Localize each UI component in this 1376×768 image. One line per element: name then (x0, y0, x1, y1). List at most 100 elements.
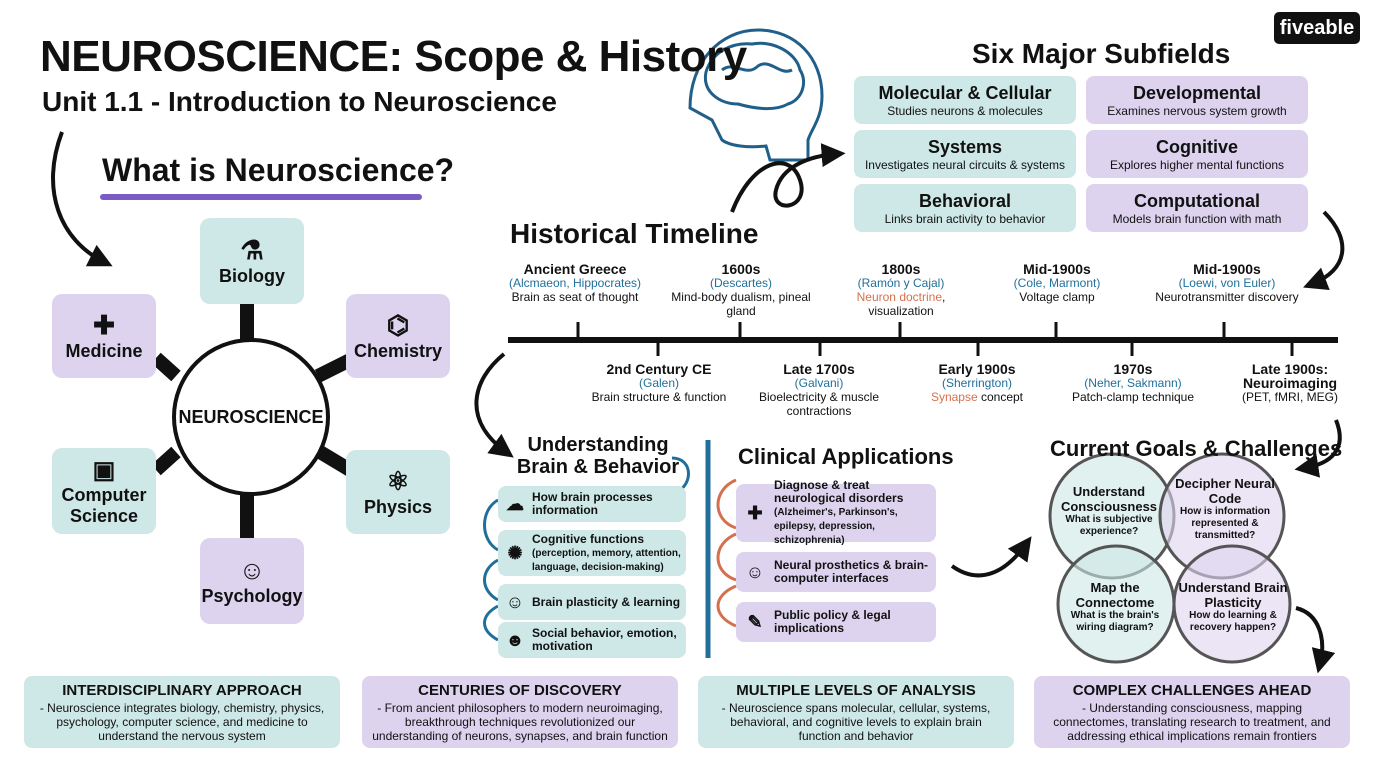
clinical-title: Clinical Applications (738, 444, 954, 469)
event-mid-1900s-voltage: Mid-1900s (Cole, Marmont) Voltage clamp (982, 262, 1132, 304)
understanding-item-text: Cognitive functions (532, 531, 644, 546)
goal-name: Decipher Neural Code (1175, 476, 1275, 506)
event-desc: (PET, fMRI, MEG) (1242, 390, 1338, 404)
footer-title: COMPLEX CHALLENGES AHEAD (1072, 682, 1312, 699)
subfield-name: Computational (1134, 190, 1260, 211)
discipline-label: Psychology (201, 586, 303, 606)
subfield-desc: Examines nervous system growth (1107, 103, 1287, 118)
event-people: (Galvani) (794, 376, 844, 390)
subfield-systems: Systems Investigates neural circuits & s… (854, 130, 1076, 178)
fiveable-logo: fiveable (1274, 12, 1360, 44)
arrow-to-subfields (730, 143, 846, 213)
understanding-item: ☺ Brain plasticity & learning (498, 584, 686, 620)
event-1800s: 1800s (Ramón y Cajal) Neuron doctrine, v… (826, 262, 976, 318)
footer-text: - From ancient philosophers to modern ne… (372, 701, 668, 743)
head-icon: ☺ (238, 555, 266, 585)
goals-title: Current Goals & Challenges (1050, 436, 1343, 461)
clinical-item-text: Diagnose & treat neurological disorders (774, 478, 904, 505)
subfields-title: Six Major Subfields (972, 38, 1231, 69)
understanding-item-detail: (perception, memory, attention, language… (532, 547, 681, 573)
event-era: Early 1900s (938, 361, 1016, 377)
event-era: Late 1900s: Neuroimaging (1242, 361, 1338, 391)
event-era: 1600s (721, 261, 761, 277)
discipline-label: Chemistry (353, 341, 443, 361)
understanding-item: ☁ How brain processes information (498, 486, 686, 522)
footer-centuries: CENTURIES OF DISCOVERY - From ancient ph… (362, 676, 678, 748)
discipline-chemistry: ⌬ Chemistry (346, 294, 450, 378)
subfield-desc: Investigates neural circuits & systems (864, 157, 1066, 172)
footer-challenges: COMPLEX CHALLENGES AHEAD - Understanding… (1034, 676, 1350, 748)
event-early-1900s: Early 1900s (Sherrington) Synapse concep… (902, 362, 1052, 404)
discipline-physics: ⚛ Physics (346, 450, 450, 534)
event-late-1700s: Late 1700s (Galvani) Bioelectricity & mu… (744, 362, 894, 418)
event-2nd-century: 2nd Century CE (Galen) Brain structure &… (584, 362, 734, 404)
clinical-item: ☺ Neural prosthetics & brain-computer in… (736, 552, 936, 592)
document-icon: ✎ (747, 611, 763, 632)
goals-venn (1048, 452, 1292, 664)
footer-levels: MULTIPLE LEVELS OF ANALYSIS - Neuroscien… (698, 676, 1014, 748)
event-people: (Alcmaeon, Hippocrates) (508, 276, 642, 290)
event-era: Ancient Greece (523, 261, 627, 277)
understanding-item-text: How brain processes information (532, 490, 653, 517)
subfield-name: Cognitive (1155, 136, 1238, 157)
page-title: NEUROSCIENCE: Scope & History (40, 32, 747, 81)
goal-consciousness: Understand Consciousness What is subject… (1054, 484, 1164, 538)
page-subtitle: Unit 1.1 - Introduction to Neuroscience (42, 86, 557, 117)
clinical-item-detail: (Alzheimer's, Parkinson's, epilepsy, dep… (774, 507, 898, 546)
subfield-desc: Links brain activity to behavior (884, 211, 1046, 226)
subfield-molecular-cellular: Molecular & Cellular Studies neurons & m… (854, 76, 1076, 124)
understanding-item: ☻ Social behavior, emotion, motivation (498, 622, 686, 658)
event-people: (Loewi, von Euler) (1178, 276, 1276, 290)
medical-cross-icon: ✚ (747, 502, 763, 523)
molecule-icon: ⌬ (386, 310, 410, 340)
event-ancient-greece: Ancient Greece (Alcmaeon, Hippocrates) B… (500, 262, 650, 304)
footer-text: - Understanding consciousness, mapping c… (1053, 701, 1331, 743)
heading-underline (100, 194, 422, 200)
discipline-label: Medicine (65, 341, 143, 361)
arrow-to-understanding (474, 352, 514, 458)
what-is-heading: What is Neuroscience? (102, 152, 455, 188)
goal-brain-plasticity: Understand Brain Plasticity How do learn… (1178, 580, 1288, 634)
event-1970s: 1970s (Neher, Sakmann) Patch-clamp techn… (1058, 362, 1208, 404)
discipline-computer-science: ▣ Computer Science (52, 448, 156, 534)
event-desc: concept (977, 390, 1024, 404)
event-era: Late 1700s (783, 361, 855, 377)
understanding-item-text: Social behavior, emotion, motivation (532, 626, 677, 653)
understanding-item-text: Brain plasticity & learning (532, 594, 681, 609)
subfield-behavioral: Behavioral Links brain activity to behav… (854, 184, 1076, 232)
timeline-title: Historical Timeline (510, 218, 759, 249)
event-mid-1900s-neurotransmitter: Mid-1900s (Loewi, von Euler) Neurotransm… (1152, 262, 1302, 304)
footer-text: - Neuroscience integrates biology, chemi… (39, 701, 325, 743)
footer-title: INTERDISCIPLINARY APPROACH (62, 682, 302, 699)
arrow-subfields-to-timeline (1303, 210, 1345, 290)
event-desc: Brain structure & function (591, 390, 727, 404)
footer-title: MULTIPLE LEVELS OF ANALYSIS (736, 682, 976, 699)
event-people: (Sherrington) (941, 376, 1013, 390)
atom-icon: ⚛ (386, 466, 410, 496)
discipline-label: Physics (363, 497, 433, 517)
goal-question: How is information represented & transmi… (1180, 506, 1270, 541)
understanding-item: ✺ Cognitive functions(perception, memory… (498, 530, 686, 576)
people-icon: ☻ (505, 629, 525, 650)
discipline-label: Biology (219, 266, 285, 286)
subfield-name: Molecular & Cellular (878, 82, 1052, 103)
subfield-developmental: Developmental Examines nervous system gr… (1086, 76, 1308, 124)
event-desc: Bioelectricity & muscle contractions (758, 390, 880, 418)
event-highlight: Neuron doctrine (856, 290, 943, 304)
event-people: (Neher, Sakmann) (1084, 376, 1182, 390)
discipline-medicine: ✚ Medicine (52, 294, 156, 378)
footer-title: CENTURIES OF DISCOVERY (418, 682, 622, 699)
discipline-biology: ⚗ Biology (200, 218, 304, 304)
clinical-item: ✚ Diagnose & treat neurological disorder… (736, 479, 936, 546)
event-desc: , visualization (868, 290, 946, 318)
event-people: (Galen) (638, 376, 679, 390)
arrow-clinical-to-goals (950, 536, 1032, 578)
arrow-goals-to-footer (1295, 606, 1336, 674)
understanding-title: Understanding Brain & Behavior (508, 434, 688, 478)
subfield-desc: Models brain function with math (1112, 211, 1282, 226)
brain-head-icon (688, 28, 824, 162)
event-people: (Ramón y Cajal) (857, 276, 945, 290)
event-era: Mid-1900s (1023, 261, 1091, 277)
event-late-1900s: Late 1900s: Neuroimaging (PET, fMRI, MEG… (1220, 362, 1360, 404)
